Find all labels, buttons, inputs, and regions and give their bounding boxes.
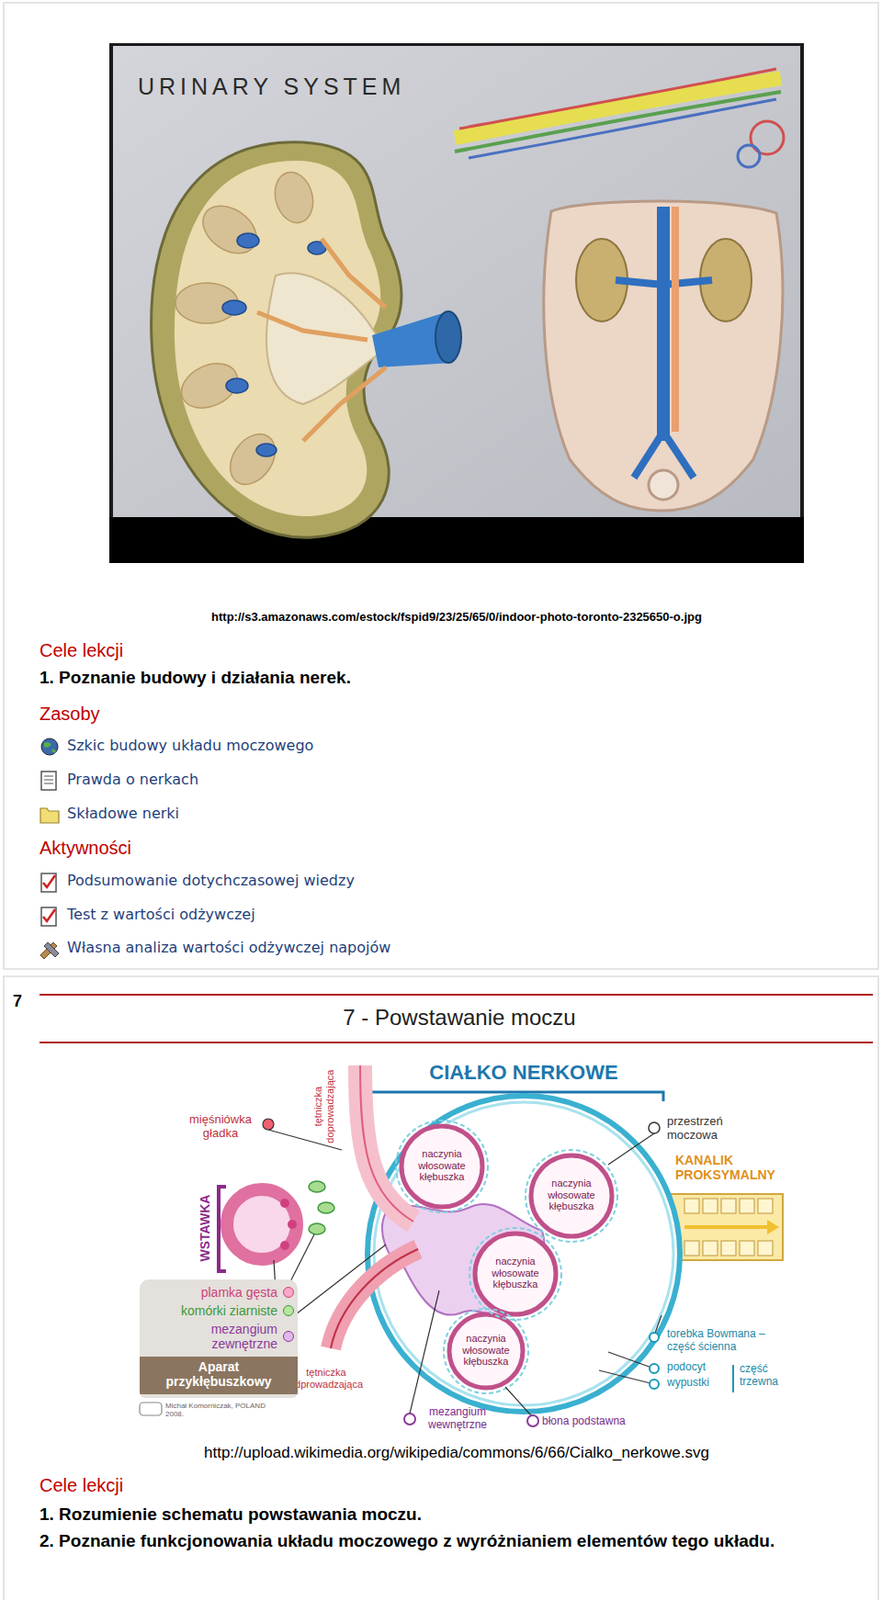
source-url: http://s3.amazonaws.com/estock/fspid9/23… [135,610,779,625]
resource-link: Prawda o nerkach [67,771,527,789]
activity-link: Podsumowanie dotychczasowej wiedzy [67,872,619,890]
section-heading: Cele lekcji [39,1475,408,1497]
source-url: http://upload.wikimedia.org/wikipedia/co… [89,1444,825,1463]
part-label: KANALIK PROKSYMALNY [675,1153,784,1183]
section-heading: Aktywności [39,837,408,860]
part-label: mezangium wewnętrzne [418,1406,497,1433]
resource-link: Szkic budowy układu moczowego [67,737,527,755]
marker-dot [282,1305,294,1317]
credit: Michał Komorniczak, POLAND 2008. [165,1402,276,1419]
part-label: tętniczka doprowadzająca [312,1061,336,1154]
apparatus-panel: plamka gęstakomórki ziarnistemezangium z… [139,1279,298,1399]
section-number: 7 [12,992,32,1012]
panel-item: komórki ziarniste [139,1301,298,1321]
photo-title: URINARY SYSTEM [137,73,506,101]
part-label: mięśniówka gładka [179,1113,262,1142]
resource-link: Składowe nerki [67,805,527,823]
card-border [3,976,879,1600]
photo [109,43,804,564]
panel-caption: Aparat przykłębuszkowy [139,1356,298,1394]
part-label: podocyt [667,1361,728,1375]
cc-badge [139,1402,162,1416]
part-label: błona podstawna [542,1415,653,1429]
section-title: 7 - Powstawanie moczu [183,1005,735,1031]
section-rule [39,995,873,1043]
panel-item: mezangium zewnętrzne [139,1320,298,1354]
section-heading: Cele lekcji [39,640,408,662]
marker-dot [282,1287,294,1299]
part-label: naczynia włosowate kłębuszka [539,1177,604,1213]
renal-corpuscle [139,1065,783,1427]
part-label: naczynia włosowate kłębuszka [453,1333,519,1369]
panel-item: plamka gęsta [139,1283,298,1302]
card-border [3,2,879,970]
activity-link: Test z wartości odżywczej [67,906,619,924]
section-heading: Zasoby [39,703,408,725]
bracket-label: WSTAWKA [197,1186,213,1271]
part-label: wypustki [667,1377,728,1391]
part-label: naczynia włosowate kłębuszka [409,1148,475,1184]
goal-item: 1. Rozumienie schematu powstawania moczu… [39,1504,849,1526]
goal-item: 2. Poznanie funkcjonowania układu moczow… [39,1531,849,1552]
part-label: przestrzeń moczowa [667,1115,750,1143]
goal-item: 1. Poznanie budowy i działania nerek. [39,667,849,689]
part-label: naczynia włosowate kłębuszka [483,1255,548,1291]
diagram-heading: CIAŁKO NERKOWE [404,1061,644,1085]
bracket-label: część trzewna [739,1363,795,1390]
marker-dot [282,1331,294,1343]
part-label: torebka Bowmana – część ścienna [667,1328,773,1355]
activity-link: Własna analiza wartości odżywczej napojó… [67,939,619,957]
